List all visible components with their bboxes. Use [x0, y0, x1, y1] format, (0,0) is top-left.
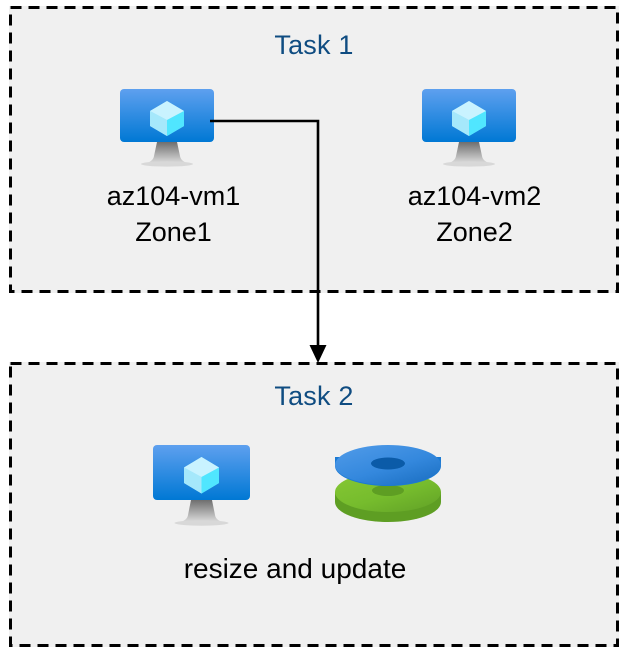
node-label-vm2-line2: Zone2 [436, 217, 513, 247]
azure-disks-icon [332, 444, 444, 526]
node-label-vm1: az104-vm1 Zone1 [56, 178, 291, 250]
node-label-vm1-line1: az104-vm1 [106, 181, 241, 211]
disk-blue [335, 445, 441, 486]
group-title-task2: Task 2 [274, 381, 354, 411]
azure-virtual-machine-icon [119, 88, 219, 168]
group-title-task1: Task 1 [274, 30, 354, 60]
group-box-task1: Task 1 [9, 6, 619, 293]
node-label-vm2-line1: az104-vm2 [407, 181, 542, 211]
node-label-vm2: az104-vm2 Zone2 [357, 178, 592, 250]
group-box-task2: Task 2 [9, 362, 619, 647]
azure-virtual-machine-icon [152, 444, 256, 527]
down-arrow-icon [309, 345, 327, 363]
azure-virtual-machine-icon [421, 88, 521, 168]
group-caption-task2: resize and update [183, 553, 407, 584]
node-label-vm1-line2: Zone1 [135, 217, 212, 247]
